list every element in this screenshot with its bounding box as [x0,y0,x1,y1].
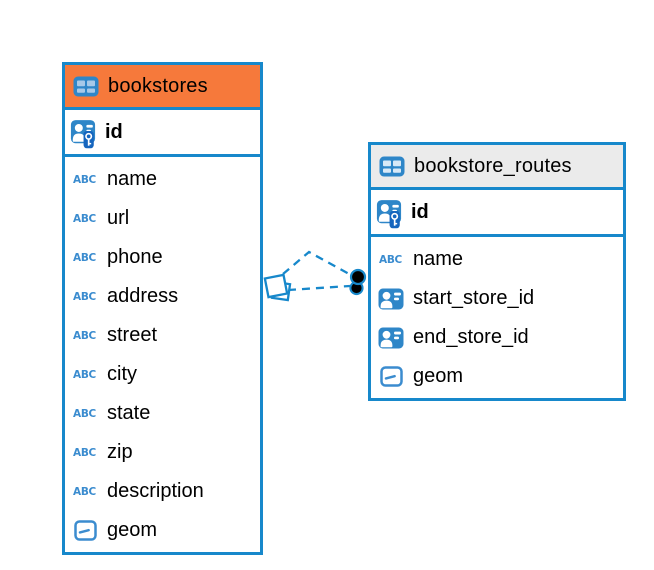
column-row-name[interactable]: ABC name [65,160,260,199]
column-name: geom [413,365,464,387]
column-row-start-store-id[interactable]: start_store_id [371,279,623,318]
column-name: geom [107,519,158,541]
column-row-id[interactable]: id [65,110,260,157]
column-name: street [107,324,158,346]
text-type-icon: ABC [73,485,96,498]
primary-key-icon [376,199,402,229]
column-name: name [107,168,158,190]
column-row-geom[interactable]: geom [371,357,623,396]
text-type-icon: ABC [73,446,96,459]
column-row-url[interactable]: ABC url [65,199,260,238]
column-name: url [107,207,130,229]
column-list: ABC name start_store_id [371,237,623,398]
table-icon [379,156,405,177]
primary-key-icon [70,119,96,149]
text-type-icon: ABC [73,368,96,381]
column-row-phone[interactable]: ABC phone [65,238,260,277]
column-row-geom[interactable]: geom [65,511,260,550]
column-row-end-store-id[interactable]: end_store_id [371,318,623,357]
relationship-line-start-store-id[interactable] [282,250,352,277]
column-name: city [107,363,137,385]
column-row-description[interactable]: ABC description [65,472,260,511]
column-name: phone [107,246,163,268]
table-icon [73,76,99,97]
table-header-bookstore-routes[interactable]: bookstore_routes [371,145,623,190]
column-list: ABC name ABC url ABC phone ABC address A… [65,157,260,552]
column-name: id [411,200,429,223]
relationship-line-end-store-id[interactable] [287,284,351,292]
reference-column-icon [378,327,404,349]
table-header-bookstores[interactable]: bookstores [65,65,260,110]
column-name: id [105,120,123,143]
geometry-type-icon [72,520,98,541]
text-type-icon: ABC [73,290,96,303]
column-row-state[interactable]: ABC state [65,394,260,433]
many-side-diamond-marker[interactable] [263,273,292,302]
column-name: zip [107,441,133,463]
column-row-id[interactable]: id [371,190,623,237]
text-type-icon: ABC [73,173,96,186]
column-name: state [107,402,151,424]
column-row-street[interactable]: ABC street [65,316,260,355]
column-name: address [107,285,179,307]
text-type-icon: ABC [73,407,96,420]
text-type-icon: ABC [379,253,402,266]
column-row-city[interactable]: ABC city [65,355,260,394]
column-name: description [107,480,204,502]
table-title: bookstores [108,74,208,97]
column-name: end_store_id [413,326,529,348]
column-row-zip[interactable]: ABC zip [65,433,260,472]
table-title: bookstore_routes [414,154,572,177]
text-type-icon: ABC [73,329,96,342]
reference-column-icon [378,288,404,310]
text-type-icon: ABC [73,212,96,225]
column-row-name[interactable]: ABC name [371,240,623,279]
geometry-type-icon [378,366,404,387]
column-name: name [413,248,464,270]
one-side-circle-markers[interactable] [349,268,367,296]
column-name: start_store_id [413,287,535,309]
table-bookstore-routes[interactable]: bookstore_routes id ABC [368,142,626,401]
text-type-icon: ABC [73,251,96,264]
table-bookstores[interactable]: bookstores id ABC [62,62,263,555]
column-row-address[interactable]: ABC address [65,277,260,316]
